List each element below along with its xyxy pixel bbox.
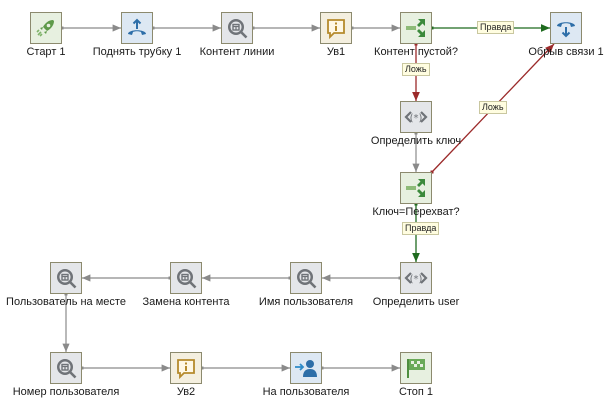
- node-label: Старт 1: [26, 46, 66, 58]
- edge-port: [60, 26, 64, 30]
- node-label: На пользователя: [262, 386, 350, 398]
- node-label: Стоп 1: [398, 386, 434, 398]
- node-label: Ув2: [176, 386, 196, 398]
- node-uv1[interactable]: [320, 12, 352, 44]
- edge-port: [251, 26, 255, 30]
- finish-flag-icon: [404, 356, 428, 380]
- edge-port: [200, 366, 204, 370]
- node-user-present[interactable]: [50, 262, 82, 294]
- edge-label-false: Ложь: [402, 63, 430, 76]
- rocket-icon: [34, 16, 58, 40]
- edge-port: [414, 131, 418, 135]
- search-box-icon: [54, 356, 78, 380]
- node-key-intercept[interactable]: [400, 172, 432, 204]
- node-to-user[interactable]: [290, 352, 322, 384]
- notification-icon: [324, 16, 348, 40]
- edge-port: [350, 26, 354, 30]
- phone-hangup-icon: [554, 16, 578, 40]
- branch-icon: [404, 176, 428, 200]
- node-label: Имя пользователя: [258, 296, 354, 308]
- node-user-name[interactable]: [290, 262, 322, 294]
- edge-port: [151, 26, 155, 30]
- edge-port: [430, 26, 434, 30]
- phone-pickup-icon: [125, 16, 149, 40]
- svg-text:(*): (*): [410, 113, 423, 124]
- node-define-key[interactable]: (*): [400, 101, 432, 133]
- search-box-icon: [54, 266, 78, 290]
- code-icon: (*): [404, 266, 428, 290]
- node-label: Замена контента: [142, 296, 230, 308]
- edge-label-true: Правда: [477, 21, 515, 34]
- node-user-number[interactable]: [50, 352, 82, 384]
- edge-port: [414, 42, 418, 46]
- node-content-empty[interactable]: [400, 12, 432, 44]
- node-label: Обрыв связи 1: [528, 46, 604, 58]
- edge-port: [414, 202, 418, 206]
- edge-label-true: Правда: [402, 222, 440, 235]
- search-box-icon: [174, 266, 198, 290]
- transfer-user-icon: [294, 356, 318, 380]
- svg-text:(*): (*): [410, 274, 423, 285]
- node-uv2[interactable]: [170, 352, 202, 384]
- node-label: Ключ=Перехват?: [372, 206, 460, 218]
- node-label: Контент пустой?: [374, 46, 458, 58]
- edge-port: [430, 170, 434, 174]
- node-label: Ув1: [326, 46, 346, 58]
- node-pickup1[interactable]: [121, 12, 153, 44]
- node-label: Пользователь на месте: [6, 296, 126, 308]
- code-icon: (*): [404, 105, 428, 129]
- branch-icon: [404, 16, 428, 40]
- node-label: Поднять трубку 1: [92, 46, 182, 58]
- search-box-icon: [225, 16, 249, 40]
- node-label: Определить user: [372, 296, 460, 308]
- edge-port: [80, 366, 84, 370]
- notification-icon: [174, 356, 198, 380]
- search-box-icon: [294, 266, 318, 290]
- node-stop1[interactable]: [400, 352, 432, 384]
- node-hangup1[interactable]: [550, 12, 582, 44]
- edge-port: [64, 292, 68, 296]
- node-define-user[interactable]: (*): [400, 262, 432, 294]
- node-label: Номер пользователя: [12, 386, 120, 398]
- node-label: Определить ключ: [370, 135, 462, 147]
- node-line-content[interactable]: [221, 12, 253, 44]
- node-replace-content[interactable]: [170, 262, 202, 294]
- node-label: Контент линии: [199, 46, 275, 58]
- edge-port: [320, 366, 324, 370]
- node-start1[interactable]: [30, 12, 62, 44]
- edge-label-false: Ложь: [479, 101, 507, 114]
